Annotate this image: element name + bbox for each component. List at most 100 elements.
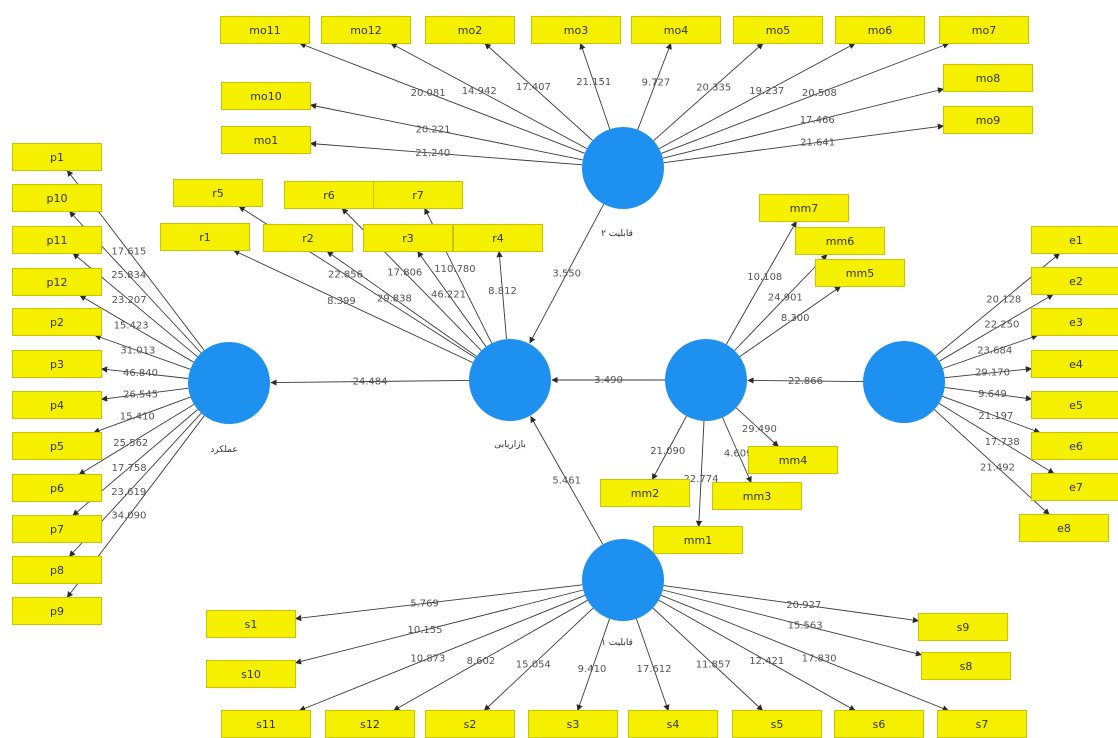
- indicator-mm3: mm3: [712, 482, 802, 510]
- coefficient-label: 25.562: [113, 438, 148, 449]
- indicator-label: s9: [957, 621, 970, 634]
- coefficient-label: 29.490: [742, 424, 777, 435]
- loading-aval-p5: [93, 396, 191, 434]
- indicator-box: [1031, 473, 1118, 501]
- indicator-label: mo11: [249, 24, 280, 37]
- indicator-p12: p12: [12, 268, 102, 296]
- coefficient-label: 21.151: [576, 77, 611, 88]
- indicator-label: mo4: [664, 24, 688, 37]
- indicator-box: [12, 184, 102, 212]
- indicator-box: [363, 224, 453, 252]
- indicator-label: r2: [302, 232, 314, 245]
- coefficient-label: 15.563: [788, 621, 823, 632]
- indicator-e1: e1: [1031, 226, 1118, 254]
- loading-qq-mo5: [653, 43, 764, 142]
- indicator-r7: r7: [373, 181, 463, 209]
- loading-qq-mo10: [309, 103, 583, 161]
- loading-ee-e7: [938, 403, 1055, 474]
- loading-bottom-s9: [663, 585, 920, 624]
- coefficient-label: 10.108: [747, 272, 782, 283]
- latent-qq: قابلیت ۲: [582, 127, 664, 239]
- indicator-p10: p10: [12, 184, 102, 212]
- indicator-r1: r1: [160, 223, 250, 251]
- indicator-label: e8: [1057, 522, 1071, 535]
- indicator-box: [12, 432, 102, 460]
- coefficient-label: 15.054: [516, 659, 551, 670]
- loading-mm-mm6: [734, 254, 828, 351]
- indicator-label: mm2: [631, 487, 659, 500]
- coefficient-label: 8.602: [467, 656, 496, 667]
- coefficient-label: 3.550: [552, 269, 581, 280]
- indicator-p2: p2: [12, 308, 102, 336]
- coefficient-label: 3.490: [594, 375, 623, 386]
- indicator-label: r3: [402, 232, 414, 245]
- indicator-label: s2: [464, 718, 477, 731]
- latent-circle: [582, 539, 664, 621]
- indicator-label: mo6: [868, 24, 892, 37]
- indicator-label: mm7: [790, 202, 818, 215]
- coefficient-label: 9.410: [578, 664, 607, 675]
- indicator-s4: s4: [628, 710, 718, 738]
- indicator-e8: e8: [1019, 514, 1109, 542]
- latent-circle: [863, 341, 945, 423]
- coefficient-label: 17.615: [111, 246, 146, 257]
- coefficient-label: 19.237: [749, 86, 784, 97]
- indicator-mo11: mo11: [220, 16, 310, 44]
- indicator-box: [937, 710, 1027, 738]
- coefficient-label: 20.128: [986, 295, 1021, 306]
- indicator-r5: r5: [173, 179, 263, 207]
- loading-bottom-s8: [662, 589, 923, 657]
- indicator-label: mo12: [350, 24, 381, 37]
- loading-aval-p12: [79, 295, 194, 363]
- indicator-box: [531, 16, 621, 44]
- loading-mm-mm7: [725, 220, 797, 345]
- indicator-label: mm4: [779, 454, 807, 467]
- indicator-label: e5: [1069, 399, 1083, 412]
- latent-circle: [469, 339, 551, 421]
- indicator-box: [321, 16, 411, 44]
- indicator-s2: s2: [425, 710, 515, 738]
- indicator-box: [12, 474, 102, 502]
- indicator-box: [835, 16, 925, 44]
- indicator-label: s5: [771, 718, 784, 731]
- indicator-mm6: mm6: [795, 227, 885, 255]
- latent-bottom: قابلیت ۱: [582, 539, 664, 648]
- indicator-label: p2: [50, 316, 64, 329]
- indicator-box: [221, 710, 311, 738]
- indicator-box: [943, 106, 1033, 134]
- indicator-e4: e4: [1031, 350, 1118, 378]
- indicator-box: [12, 308, 102, 336]
- indicator-e7: e7: [1031, 473, 1118, 501]
- indicator-mm4: mm4: [748, 446, 838, 474]
- indicator-e2: e2: [1031, 267, 1118, 295]
- indicator-label: p7: [50, 523, 64, 536]
- indicator-box: [206, 610, 296, 638]
- indicator-p8: p8: [12, 556, 102, 584]
- indicator-label: s11: [256, 718, 276, 731]
- indicator-label: p3: [50, 358, 64, 371]
- loading-bottom-s3: [576, 618, 611, 712]
- coefficient-label: 22.856: [328, 270, 363, 281]
- indicator-r4: r4: [453, 224, 543, 252]
- indicator-label: mo5: [766, 24, 790, 37]
- indicator-box: [425, 16, 515, 44]
- indicator-r6: r6: [284, 181, 374, 209]
- indicator-box: [221, 126, 311, 154]
- indicator-label: s7: [976, 718, 989, 731]
- coefficient-label: 29.170: [975, 368, 1010, 379]
- latent-aval: عملکرد: [188, 342, 270, 455]
- indicator-s5: s5: [732, 710, 822, 738]
- loading-aval-p6: [78, 404, 195, 475]
- coefficient-label: 11.857: [696, 659, 731, 670]
- indicator-box: [600, 479, 690, 507]
- indicator-box: [733, 16, 823, 44]
- indicator-label: e6: [1069, 440, 1083, 453]
- indicator-mo4: mo4: [631, 16, 721, 44]
- coefficient-label: 9.649: [978, 389, 1007, 400]
- indicator-e3: e3: [1031, 308, 1118, 336]
- loading-center-r2: [326, 251, 477, 357]
- latent-ee: [863, 341, 945, 423]
- indicator-box: [921, 652, 1011, 680]
- indicator-s11: s11: [221, 710, 311, 738]
